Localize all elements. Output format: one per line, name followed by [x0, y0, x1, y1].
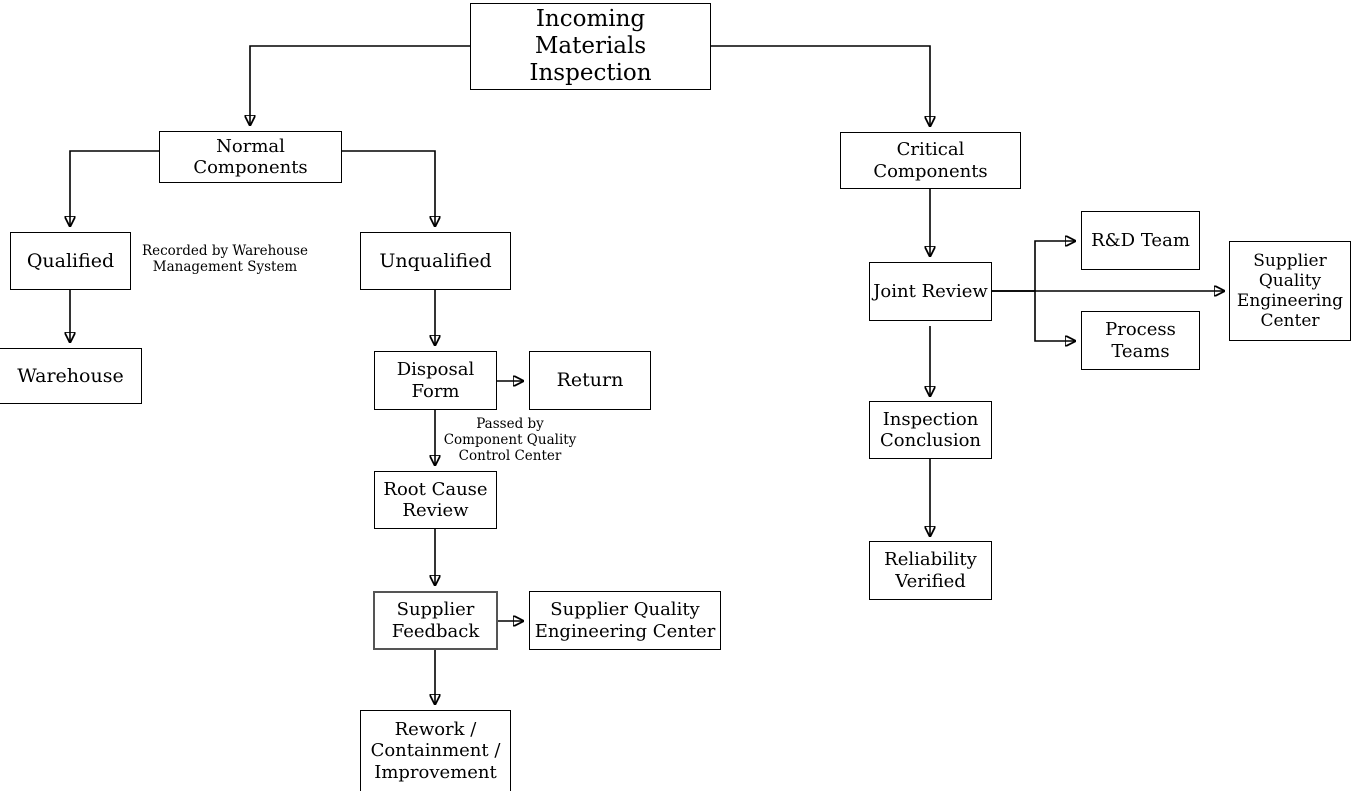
node-rework-containment-improvement[interactable]: Rework / Containment / Improvement [360, 710, 511, 791]
node-supplier-quality-engineering-center-right[interactable]: Supplier Quality Engineering Center [1229, 241, 1351, 341]
edge-normal-to-qualified [70, 150, 159, 226]
edge-incoming-to-normal [250, 45, 470, 125]
edge-normal-to-unqualified [341, 150, 435, 226]
node-normal-components[interactable]: Normal Components [159, 131, 342, 183]
node-return[interactable]: Return [529, 351, 651, 410]
edge-joint-review-to-process-teams [992, 290, 1075, 341]
node-rd-team[interactable]: R&D Team [1081, 211, 1200, 270]
node-warehouse[interactable]: Warehouse [0, 348, 142, 404]
edge-label-component-quality-control-center: Passed by Component Quality Control Cent… [443, 416, 577, 465]
edge-joint-review-to-rd-team [992, 241, 1075, 292]
edge-label-warehouse-management-system: Recorded by Warehouse Management System [141, 243, 309, 276]
node-supplier-feedback[interactable]: Supplier Feedback [373, 591, 498, 650]
node-disposal-form[interactable]: Disposal Form [374, 351, 497, 410]
node-supplier-quality-engineering-center-left[interactable]: Supplier Quality Engineering Center [529, 591, 721, 650]
node-incoming-materials-inspection[interactable]: Incoming Materials Inspection [470, 3, 711, 90]
node-critical-components[interactable]: Critical Components [840, 132, 1021, 189]
node-joint-review[interactable]: Joint Review [869, 262, 992, 321]
node-inspection-conclusion[interactable]: Inspection Conclusion [869, 401, 992, 459]
node-process-teams[interactable]: Process Teams [1081, 311, 1200, 370]
edge-incoming-to-critical [710, 45, 930, 126]
node-reliability-verified[interactable]: Reliability Verified [869, 541, 992, 600]
node-unqualified[interactable]: Unqualified [360, 232, 511, 290]
node-qualified[interactable]: Qualified [10, 232, 131, 290]
node-root-cause-review[interactable]: Root Cause Review [374, 471, 497, 529]
